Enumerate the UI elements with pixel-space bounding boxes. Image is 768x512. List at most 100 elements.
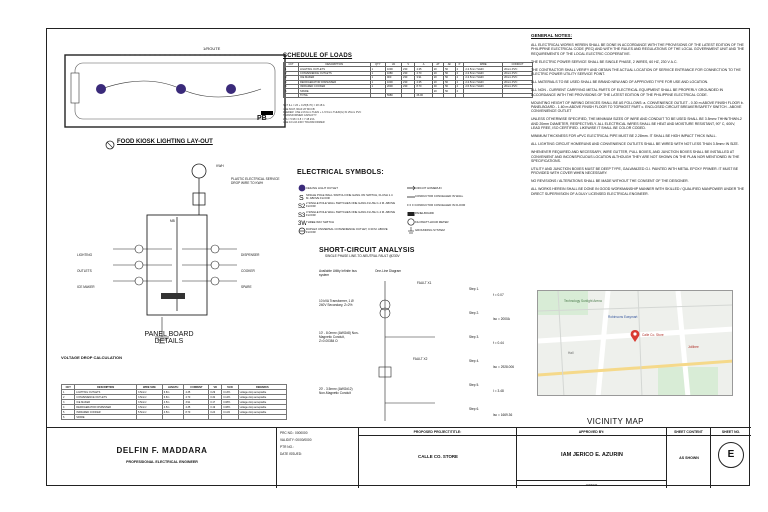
note-item: THE CONTRACTOR SHALL VERIFY AND OBTAIN T… <box>531 67 741 77</box>
calc-line: TRANSFORMER CAPACITY: <box>283 114 318 118</box>
sc-note-feeder: 10' - 8.0mm² (AWG#8) Non-Magnetic Condui… <box>319 331 359 343</box>
note-item: ALL ELECTRICAL WORKS HEREIN SHALL BE DON… <box>531 43 745 56</box>
table-cell <box>431 92 445 99</box>
symbol-right-2-icon <box>406 202 415 209</box>
kiosk-layout-title: FOOD KIOSK LIGHTING LAY-OUT <box>117 139 213 145</box>
symbol-left-3-icon: S3 <box>297 210 306 218</box>
table-cell <box>136 414 163 420</box>
calc-line: SET ILL = 26 + 0.25(8.70) = 28.18 A <box>283 104 325 108</box>
sc-step: Step 5. <box>469 383 480 387</box>
sc-step: Step 1. <box>469 287 480 291</box>
table-cell: TOTAL <box>298 92 371 99</box>
symbol-description: CONDUCTOR CONCEALED IN WALL <box>415 194 464 199</box>
table-cell <box>502 92 533 99</box>
license-cell: PRC NO.: 0000000 VALIDITY: 00/00/0000 PT… <box>277 428 359 488</box>
svg-text:S: S <box>299 195 304 201</box>
symbol-row: CONDUCTOR CONCEALED IN FLOOR <box>406 201 505 210</box>
symbol-right-5-icon <box>406 226 415 234</box>
sc-note-utility: Available Utility Infinite bus system <box>319 269 357 277</box>
note-item: ALL MATERIALS TO BE USED SHALL BE BRAND … <box>531 80 709 85</box>
table-cell <box>208 414 223 420</box>
note-item: UTILITY AND JUNCTION BOXES MUST BE DEEP … <box>531 167 739 176</box>
calc-line: FEEDER: USE 2-8.0mm THHN + 1-5.5mm THHN(… <box>283 110 362 114</box>
symbol-description: PANELBOARD <box>415 211 434 216</box>
general-notes: GENERAL NOTES: ALL ELECTRICAL WORKS HERE… <box>531 33 745 196</box>
symbol-row: DUPLEX UNIVERSAL CONVENIENCE OUTLET, 0.3… <box>297 227 396 236</box>
sheet-number-badge: E <box>718 442 744 468</box>
symbol-description: CONDUCTOR CONCEALED IN FLOOR <box>415 202 466 207</box>
sc-result: I = 3.48 <box>493 389 504 393</box>
symbol-description: THREE WAY SWITCH <box>306 219 335 224</box>
table-cell <box>463 92 504 99</box>
table-cell <box>401 92 416 99</box>
kiosk-lighting-layout <box>61 43 293 141</box>
symbol-description: CIRCUIT HOMERUN <box>415 185 442 190</box>
symbol-row: CONDUCTOR CONCEALED IN WALL <box>406 193 505 202</box>
service-drop-note: PLASTIC ELECTRICAL SERVICE DROP WIRE TO … <box>231 177 280 185</box>
symbol-left-1-icon: S <box>297 193 306 201</box>
symbol-row: GROUNDING SYSTEM <box>406 226 505 236</box>
sc-result: Isc = 1669.36 <box>493 413 513 417</box>
table-cell: 26.00 <box>414 92 433 99</box>
svg-text:S2: S2 <box>298 204 306 209</box>
symbol-left-4-icon: 3W <box>297 219 306 226</box>
symbol-description: SINGLE POLE WALL SWITCH ONE GANG ON SWIT… <box>306 192 393 200</box>
symbol-row: CEILING LIGHT OUTLET <box>297 184 396 193</box>
electrical-symbols-legend: ELECTRICAL SYMBOLS: CEILING LIGHT OUTLET… <box>297 169 533 235</box>
circuit-label: 1/ROUTE <box>203 46 221 51</box>
symbol-right-4-icon <box>406 218 415 226</box>
calc-line: USE 60AT, 60AF 2P MCCB <box>283 107 315 111</box>
approval-cell: APPROVED BY: IAM JERICO E. AZURIN OWNER <box>517 428 667 488</box>
sc-note-transformer: 10 kVA Transformer, 1 Ø 240V Secondary, … <box>319 299 354 307</box>
table-cell: SPARE <box>74 414 137 420</box>
calc-line: kVA = 5.98 / 0.8 = 7.48 kVA <box>283 117 315 121</box>
short-circuit-analysis: SHORT-CIRCUIT ANALYSIS SINGLE PHASE LINE… <box>319 247 529 425</box>
symbol-row: KILOWATT-HOUR METER <box>406 218 505 227</box>
table-cell <box>221 414 239 420</box>
note-item: MINIMUM THICKNESS FOR uPVC ELECTRICAL PI… <box>531 134 717 139</box>
symbol-left-5-icon <box>297 227 306 235</box>
panel-title: PANEL BOARD DETAILS <box>144 331 194 345</box>
symbol-left-0-icon <box>297 184 306 192</box>
table-cell <box>161 414 185 420</box>
table-cell <box>183 414 210 420</box>
owner-name: IAM JERICO E. AZURIN <box>561 452 623 458</box>
sc-result: f = 0.07 <box>493 293 504 297</box>
sc-result: Isc = 2000A <box>493 317 510 321</box>
sc-step: Step 3. <box>469 335 480 339</box>
symbol-description: 2 SINGLE POLE WALL SWITCHES ONE GANG FLU… <box>306 201 396 209</box>
engineer-role: PROFESSIONAL ELECTRICAL ENGINEER <box>126 460 198 464</box>
panel-board-diagram <box>67 157 267 347</box>
sc-result: Isc = 2928.006 <box>493 365 515 369</box>
engineer-cell: DELFIN F. MADDARA PROFESSIONAL ELECTRICA… <box>47 428 277 488</box>
sheet-content-cell: SHEET CONTENT AS SHOWN <box>667 428 711 488</box>
note-item: ALL LIGHTING CIRCUIT HOMERUNS AND CONVEN… <box>531 142 739 147</box>
sc-step: Step 6. <box>469 407 480 411</box>
kwh-label: KWH <box>216 164 224 168</box>
note-item: ALL WORKS HEREIN SHALL BE DONE IN GOOD W… <box>531 187 745 196</box>
note-item: WHENEVER REQUIRED AND NECESSARY, WIRE GU… <box>531 150 740 164</box>
title-block: DELFIN F. MADDARA PROFESSIONAL ELECTRICA… <box>47 427 751 488</box>
symbol-description: KILOWATT-HOUR METER <box>415 219 449 224</box>
engineer-name: DELFIN F. MADDARA <box>116 446 208 455</box>
svg-text:S3: S3 <box>298 213 306 218</box>
calc-line: USE 10 kVA 230V TRANSFORMER <box>283 121 325 125</box>
table-cell <box>454 92 465 99</box>
mb-label: MB <box>170 219 175 223</box>
symbol-description: CEILING LIGHT OUTLET <box>306 185 338 190</box>
sheet-number-cell: SHEET NO. E <box>711 428 751 488</box>
note-item: THE ELECTRIC POWER SERVICE SHALL BE SING… <box>531 59 678 64</box>
note-item: UNLESS OTHERWISE SPECIFIED, THE MINIMUM … <box>531 117 742 131</box>
drawing-sheet: 1/ROUTE PB FOOD KIOSK LIGHTING LAY-OUT <box>46 28 751 488</box>
sc-result: f = 0.44 <box>493 341 504 345</box>
